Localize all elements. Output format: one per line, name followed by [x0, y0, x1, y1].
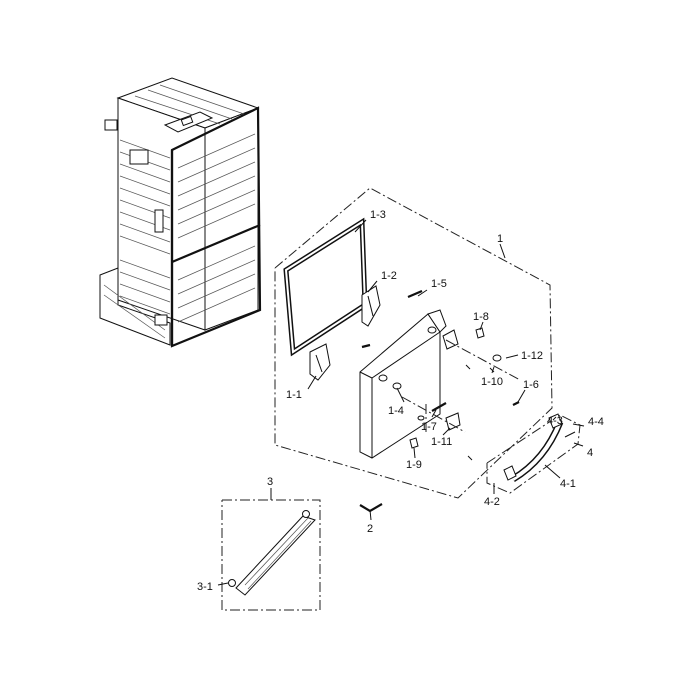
callout-1-10: 1-10 [481, 376, 503, 388]
door-panel-part [359, 309, 447, 459]
assembly-1-boundary [274, 187, 553, 499]
handle-4-part [503, 413, 576, 483]
callout-4-3: 4-3 [547, 415, 563, 427]
assembly-3-boundary [221, 499, 321, 611]
small-hardware-parts [401, 327, 521, 461]
pin-part [361, 343, 371, 349]
callout-1-12: 1-12 [521, 350, 543, 362]
callout-4-1: 4-1 [560, 478, 576, 490]
callout-1-8: 1-8 [473, 311, 489, 323]
callout-4-2: 4-2 [484, 496, 500, 508]
callout-1-6: 1-6 [523, 379, 539, 391]
callout-4: 4 [587, 447, 593, 459]
callout-labels: 1 1-3 1-2 1-5 1-8 1-12 1-10 1-6 1-1 1-4 … [197, 209, 604, 593]
screw-part [407, 289, 423, 299]
callout-1-5: 1-5 [431, 278, 447, 290]
callout-2: 2 [367, 523, 373, 535]
lower-hinge-part [309, 343, 331, 381]
callout-1-1: 1-1 [286, 389, 302, 401]
callout-1-3: 1-3 [370, 209, 386, 221]
upper-hinge-part [361, 285, 381, 327]
handle-3-part [228, 510, 316, 596]
callout-1-11: 1-11 [431, 436, 452, 448]
refrigerator-cabinet [99, 77, 262, 348]
callout-3: 3 [267, 476, 273, 488]
callout-1: 1 [497, 233, 503, 245]
callout-1-9: 1-9 [406, 459, 422, 471]
bracket-2-part [359, 503, 383, 513]
callout-1-7: 1-7 [421, 421, 437, 433]
leader-lines [217, 219, 585, 586]
door-gasket-part [283, 217, 368, 357]
callout-1-4: 1-4 [388, 405, 404, 417]
callout-1-2: 1-2 [381, 270, 397, 282]
callout-4-4: 4-4 [588, 416, 604, 428]
callout-3-1: 3-1 [197, 581, 213, 593]
